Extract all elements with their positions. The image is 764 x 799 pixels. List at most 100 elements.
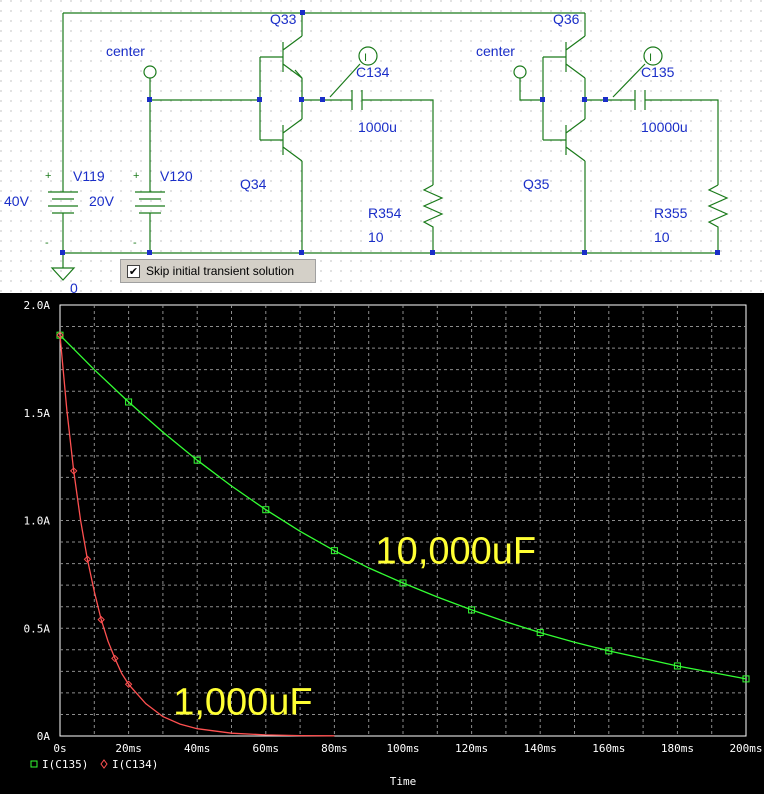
r355-value: 10 (654, 229, 670, 245)
data-point-square (673, 662, 681, 670)
v119-minus-label: - (45, 237, 49, 249)
data-point-square (399, 579, 407, 587)
probe-plot[interactable]: 0A 0.5A 1.0A 1.5A 2.0A 0s 20ms 40ms 60ms 80ms 100… (0, 293, 764, 794)
x-tick-label: 20ms (115, 742, 142, 755)
data-point-square (742, 675, 750, 683)
probe1-label: I (364, 52, 367, 64)
data-point-square (536, 629, 544, 637)
v120-plus-label: + (133, 170, 139, 182)
v119-label: V119 (73, 168, 105, 184)
plot-series (56, 331, 750, 737)
r354-label: R354 (368, 205, 402, 221)
r354-value: 10 (368, 229, 384, 245)
x-tick-label: 40ms (184, 742, 211, 755)
r355-resistor[interactable] (707, 184, 729, 253)
y-tick-label: 0.5A (24, 622, 51, 635)
wire-c134[interactable] (302, 99, 434, 185)
center1-label: center (106, 43, 145, 59)
probe2-lead (612, 63, 646, 98)
v120-label: V120 (160, 168, 193, 184)
c134-capacitor[interactable] (351, 90, 363, 110)
r354-resistor[interactable] (422, 184, 444, 253)
data-point-square (605, 647, 613, 655)
junction-dots (60, 10, 720, 255)
q36-label: Q36 (553, 11, 580, 27)
plot-legend: I(C135) I(C134) (30, 758, 158, 771)
schematic-grid (0, 0, 764, 293)
legend-entry: I(C134) (112, 758, 158, 771)
data-point-diamond (56, 331, 64, 339)
legend-marker-square (30, 760, 38, 768)
data-point-square (193, 456, 201, 464)
skip-transient-checkbox-row[interactable]: ✔ Skip initial transient solution (120, 259, 316, 283)
probe2-label: I (649, 52, 652, 64)
x-axis-label: Time (390, 775, 417, 788)
y-tick-label: 1.0A (24, 515, 51, 528)
c134-value: 1000u (358, 119, 397, 135)
q35-label: Q35 (523, 176, 550, 192)
data-point-diamond (97, 615, 105, 624)
q34-label: Q34 (240, 176, 267, 192)
c135-capacitor[interactable] (634, 90, 646, 110)
data-point-square (468, 606, 476, 614)
c135-value: 10000u (641, 119, 688, 135)
schematic-panel: + - V119 40V center + - V120 20V Q33 Q34… (0, 0, 764, 296)
x-tick-label: 200ms (729, 742, 762, 755)
data-point-square (125, 398, 133, 406)
v119-plus-label: + (45, 170, 51, 182)
q35-transistor[interactable] (543, 118, 586, 253)
y-tick-label: 0A (37, 730, 51, 743)
legend-marker-diamond (100, 759, 108, 769)
v120-value: 20V (89, 193, 115, 209)
x-tick-labels: 0s 20ms 40ms 60ms 80ms 100ms 120ms 140ms 160ms 18… (53, 742, 762, 755)
plot-annotations: 10,000uF 1,000uF (173, 531, 536, 724)
plot-grid (60, 305, 746, 736)
v119-source[interactable] (48, 175, 78, 253)
v120-source[interactable] (135, 191, 165, 253)
ground-icon[interactable] (50, 253, 76, 281)
x-tick-label: 100ms (386, 742, 419, 755)
x-tick-label: 60ms (253, 742, 280, 755)
series-line-i-c135- (59, 334, 747, 680)
center1-port[interactable] (143, 65, 157, 79)
q34-transistor[interactable] (260, 118, 303, 253)
data-point-diamond (124, 680, 133, 688)
x-tick-label: 180ms (661, 742, 694, 755)
chart-annotation: 10,000uF (376, 531, 537, 573)
center2-port[interactable] (513, 65, 527, 79)
q33-transistor[interactable] (260, 13, 303, 79)
v120-minus-label: - (133, 237, 137, 249)
series-line-i-c134- (59, 335, 335, 737)
c134-label: C134 (356, 64, 390, 80)
x-tick-label: 160ms (592, 742, 625, 755)
x-tick-label: 80ms (321, 742, 348, 755)
data-point-square (262, 506, 270, 514)
x-tick-label: 0s (53, 742, 66, 755)
y-tick-label: 1.5A (24, 407, 51, 420)
v119-value: 40V (4, 193, 30, 209)
data-point-diamond (83, 555, 92, 563)
data-point-diamond (111, 654, 119, 663)
x-tick-label: 120ms (455, 742, 488, 755)
center2-label: center (476, 43, 515, 59)
c135-label: C135 (641, 64, 675, 80)
data-point-square (330, 547, 338, 555)
q33-label: Q33 (270, 11, 297, 27)
current-probe-icon[interactable] (643, 46, 663, 66)
y-tick-label: 2.0A (24, 299, 51, 312)
ground-label: 0 (70, 280, 78, 293)
data-point-diamond (70, 467, 78, 475)
legend-entry: I(C135) (42, 758, 88, 771)
skip-transient-label: Skip initial transient solution (146, 264, 295, 278)
y-tick-labels: 0A 0.5A 1.0A 1.5A 2.0A (24, 299, 51, 743)
skip-transient-checkbox[interactable]: ✔ (127, 264, 140, 278)
schematic-canvas: + - V119 40V center + - V120 20V Q33 Q34… (0, 0, 764, 296)
probe1-lead (329, 63, 361, 98)
wire-c135[interactable] (585, 99, 719, 185)
chart-annotation: 1,000uF (173, 681, 312, 723)
x-tick-label: 140ms (524, 742, 557, 755)
r355-label: R355 (654, 205, 688, 221)
current-probe-icon[interactable] (358, 46, 378, 66)
q36-transistor[interactable] (543, 13, 586, 79)
probe-plot-panel: 0A 0.5A 1.0A 1.5A 2.0A 0s 20ms 40ms 60ms 80ms 100… (0, 293, 764, 794)
